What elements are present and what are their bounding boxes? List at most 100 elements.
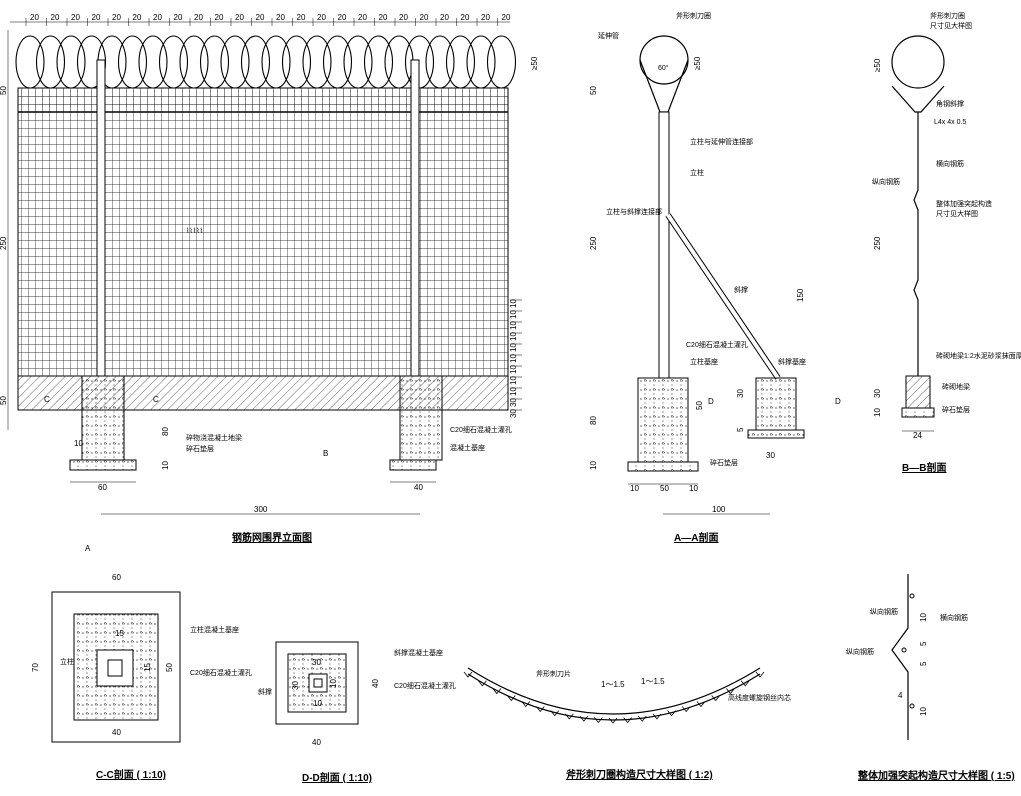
aa-angle: 60° bbox=[658, 64, 669, 72]
gravel-right bbox=[389, 459, 437, 471]
cc-column: 立柱 bbox=[60, 657, 74, 666]
aa-col-base: 立柱基座 bbox=[690, 357, 718, 366]
mesh-dim: 10 bbox=[509, 332, 518, 341]
bb-beam: 砖砌地梁 bbox=[942, 382, 970, 391]
razor-ring-aa bbox=[639, 35, 689, 85]
left-dimensions: 50 250 50 bbox=[0, 30, 9, 430]
aa-column: 立柱 bbox=[690, 168, 704, 177]
razor-tooth bbox=[681, 706, 691, 713]
stiff-d10a: 10 bbox=[919, 613, 928, 622]
razor-loop bbox=[425, 35, 455, 89]
razor-tooth bbox=[521, 701, 531, 708]
aa-concrete: C20细石混凝土灌孔 bbox=[686, 340, 748, 349]
bb-ge50: ≥50 bbox=[873, 58, 882, 72]
top-dim: 20 bbox=[379, 13, 388, 22]
label-foundation-top: 碎物浇混凝土地梁 bbox=[186, 433, 242, 442]
razor-tooth bbox=[463, 671, 473, 678]
section-cc-view: 60 70 40 15 15 50 立柱 立柱混凝土基座 C20细石混凝土灌孔 … bbox=[31, 573, 252, 781]
aa-w10: 10 bbox=[630, 484, 639, 493]
top-dim: 20 bbox=[440, 13, 449, 22]
cc-h70: 70 bbox=[31, 663, 40, 672]
col-base-aa bbox=[637, 377, 689, 463]
pile-right bbox=[399, 375, 443, 461]
razor-loop bbox=[281, 35, 312, 89]
top-dim: 20 bbox=[502, 13, 511, 22]
aa-d10: 10 bbox=[589, 461, 598, 470]
gravel-bb bbox=[901, 407, 935, 418]
mesh-dim: 10 bbox=[509, 343, 518, 352]
razor-loop bbox=[466, 35, 496, 89]
mesh-dim: 10 bbox=[509, 321, 518, 330]
dim-span-300: 300 bbox=[254, 505, 268, 514]
mesh-dim: 10 bbox=[509, 310, 518, 319]
dim-left-50a: 50 bbox=[0, 86, 8, 95]
top-dim: 20 bbox=[358, 13, 367, 22]
top-dim: 20 bbox=[420, 13, 429, 22]
elevation-title: 钢筋网围界立面图 bbox=[232, 531, 312, 544]
razor-title: 斧形刺刀圈构造尺寸大样图 ( 1:2) bbox=[566, 768, 713, 781]
dim-right-ge50: ≥50 bbox=[530, 56, 539, 70]
aa-d250: 250 bbox=[589, 236, 598, 250]
top-dim: 20 bbox=[153, 13, 162, 22]
aa-d100: 100 bbox=[712, 505, 726, 514]
bb-w24: 24 bbox=[913, 431, 922, 440]
aa-gravel: 碎石垫层 bbox=[710, 458, 738, 467]
razor-loop bbox=[343, 35, 373, 89]
razor-tooth bbox=[594, 717, 603, 724]
dim-10a: 10 bbox=[74, 439, 83, 448]
section-bb-view: 斧形刺刀圈 尺寸见大样图 角钢斜撑 L4x 4x 0.5 横向钢筋 纵向钢筋 整… bbox=[872, 11, 1021, 474]
mark-b: B bbox=[323, 449, 328, 458]
mesh-dim: 10 bbox=[509, 365, 518, 374]
bb-title: B—B剖面 bbox=[902, 461, 946, 474]
dd-h40: 40 bbox=[371, 679, 380, 688]
aa-mark-d1: D bbox=[708, 397, 714, 406]
section-aa-view: 斧形刺刀圈 延伸管 60° 立柱与延伸管连接部 立柱 立柱与斜撑连接部 斜撑 C… bbox=[589, 11, 841, 544]
bb-detail-ref: 尺寸见大样图 bbox=[930, 21, 972, 30]
stiff-h-rebar: 横向钢筋 bbox=[940, 613, 968, 622]
razor-tooth bbox=[711, 695, 721, 702]
top-dim: 20 bbox=[481, 13, 490, 22]
dim-left-50b: 50 bbox=[0, 396, 8, 405]
top-dim: 20 bbox=[399, 13, 408, 22]
razor-tooth bbox=[492, 688, 502, 695]
top-dim: 20 bbox=[215, 13, 224, 22]
razor-blade-label: 斧形刺刀片 bbox=[536, 669, 571, 678]
dd-base: 斜撑混凝土基座 bbox=[394, 648, 443, 657]
mesh-dim: 10 bbox=[509, 387, 518, 396]
razor-tooth bbox=[696, 701, 706, 708]
dd-brace: 斜撑 bbox=[258, 687, 272, 696]
cc-d15a: 15 bbox=[115, 629, 124, 638]
aa-d50b: 50 bbox=[695, 401, 704, 410]
mark-c-right: C bbox=[153, 395, 159, 404]
dim-foot-60: 60 bbox=[98, 483, 107, 492]
bb-angle-size: L4x 4x 0.5 bbox=[934, 119, 966, 126]
stiff-d10b: 10 bbox=[919, 707, 928, 716]
stiff-d5a: 5 bbox=[919, 641, 928, 646]
aa-ge50: ≥50 bbox=[693, 56, 702, 70]
cc-base: 立柱混凝土基座 bbox=[190, 625, 239, 634]
razor-loop bbox=[138, 35, 168, 89]
top-dim: 20 bbox=[276, 13, 285, 22]
aa-brace-base: 斜撑基座 bbox=[778, 357, 806, 366]
bb-razor: 斧形刺刀圈 bbox=[930, 11, 965, 20]
razor-loop bbox=[302, 35, 332, 89]
dim-left-250: 250 bbox=[0, 236, 8, 250]
razor-loop bbox=[363, 35, 394, 89]
beam-bb bbox=[905, 375, 931, 409]
razor-tooth bbox=[637, 715, 647, 722]
bb-gravel: 碎石垫层 bbox=[942, 405, 970, 414]
bb-angle-steel: 角钢斜撑 bbox=[936, 99, 964, 108]
dd-title: D-D剖面 ( 1:10) bbox=[302, 771, 372, 784]
aa-extension: 延伸管 bbox=[598, 31, 619, 40]
aa-w10b: 10 bbox=[689, 484, 698, 493]
bb-stiffener-ref: 尺寸见大样图 bbox=[936, 209, 978, 218]
column-left bbox=[96, 59, 106, 377]
top-dim: 20 bbox=[194, 13, 203, 22]
bb-stiffener: 整体加强突起构造 bbox=[936, 199, 992, 208]
razor-core-label: 高线度螺旋钢丝内芯 bbox=[728, 693, 791, 702]
razor-tooth bbox=[608, 717, 618, 724]
cc-w40: 40 bbox=[112, 728, 121, 737]
stiff-v-rebar: 纵向钢筋 bbox=[870, 607, 898, 616]
dim-foot-40: 40 bbox=[414, 483, 423, 492]
